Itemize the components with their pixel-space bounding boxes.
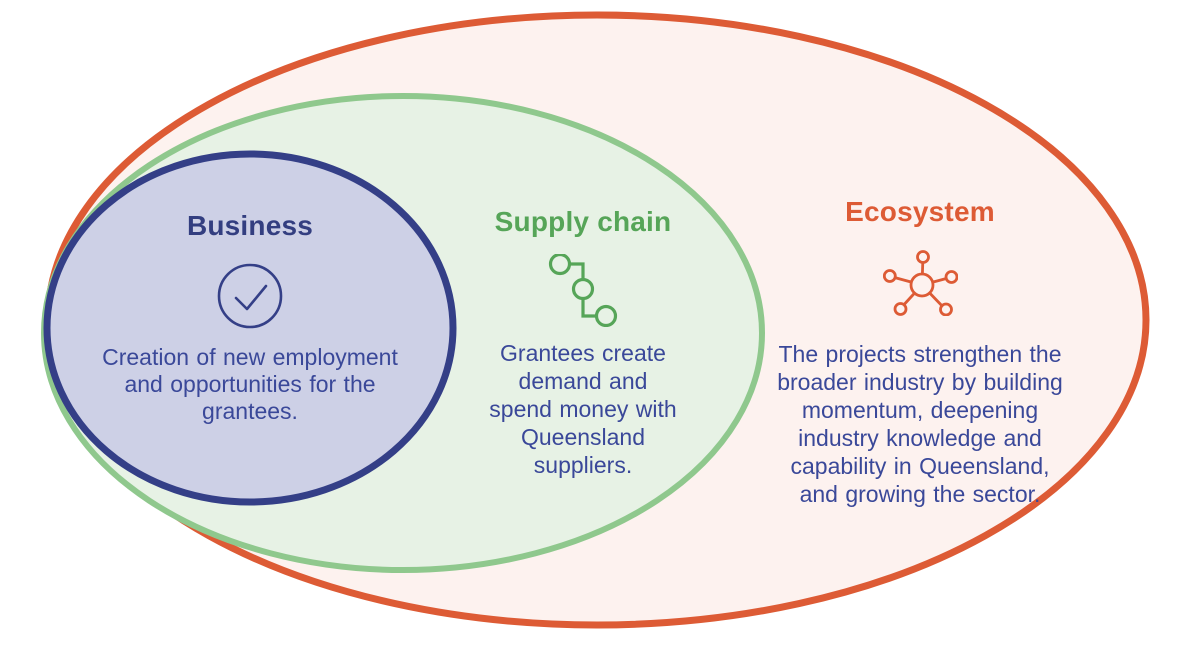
supply-chain-links-icon — [548, 254, 618, 327]
supply-chain-description: Grantees create demand and spend money w… — [489, 340, 677, 478]
business-title: Business — [186, 210, 314, 241]
ecosystem-section: Ecosystem The projects strengthen the br… — [760, 196, 1080, 508]
supply-chain-title: Supply chain — [494, 206, 672, 237]
ecosystem-title: Ecosystem — [845, 196, 995, 227]
ecosystem-description: The projects strengthen the broader indu… — [777, 341, 1063, 507]
check-circle-icon — [217, 263, 283, 329]
business-section: Business Creation of new employment and … — [85, 210, 415, 425]
business-description: Creation of new employment and opportuni… — [102, 344, 398, 424]
supply-chain-section: Supply chain Grantees create demand and … — [468, 206, 698, 479]
network-hub-icon — [882, 250, 958, 316]
